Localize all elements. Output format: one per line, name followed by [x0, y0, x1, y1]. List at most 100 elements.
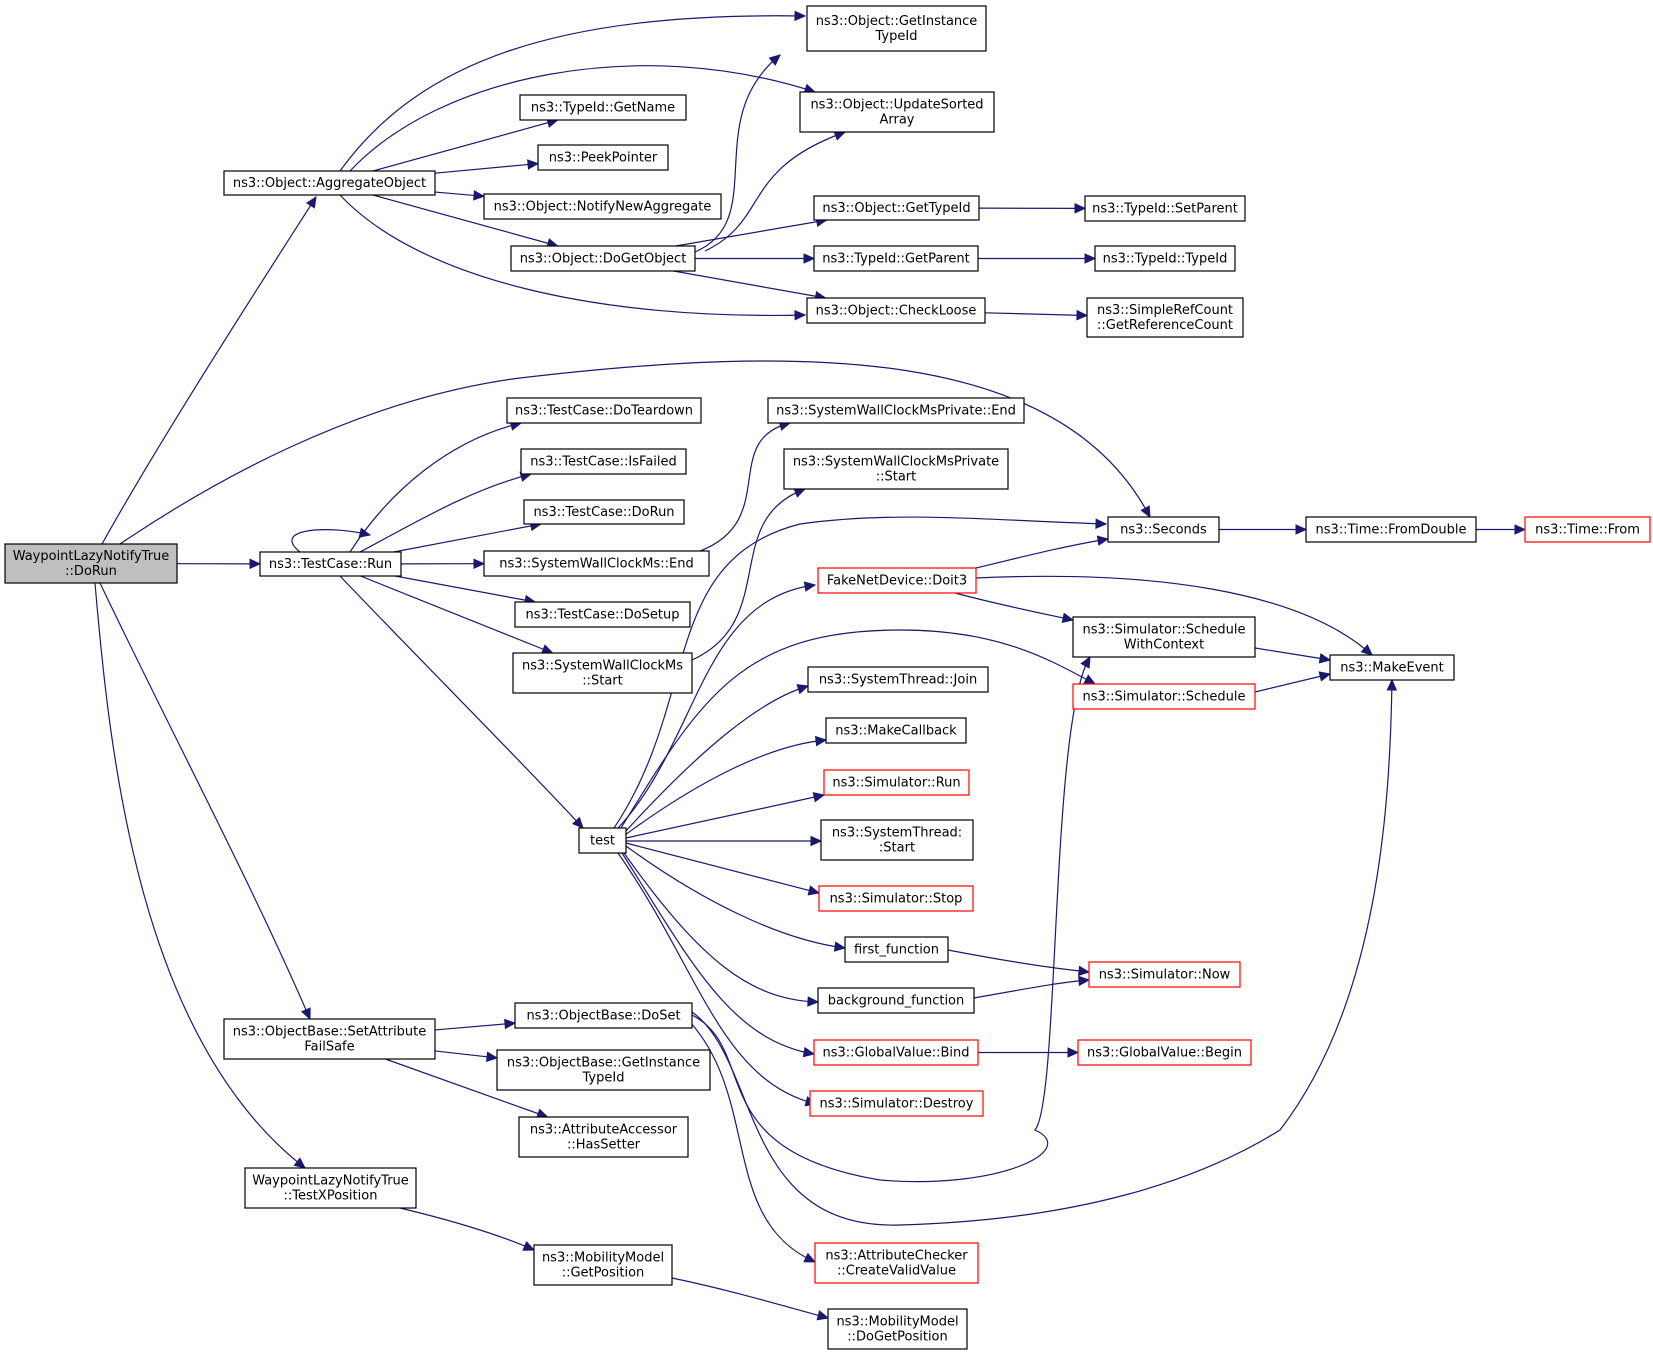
edge-getposition-to-dogetposition-arrowhead	[816, 1310, 830, 1321]
node-getname-label-line-0: ns3::TypeId::GetName	[531, 101, 675, 116]
node-schedctx-label-line-1: WithContext	[1124, 638, 1204, 653]
node-swcpend[interactable]: ns3::SystemWallClockMsPrivate::End	[767, 397, 1025, 424]
node-peekpointer[interactable]: ns3::PeekPointer	[537, 144, 669, 171]
node-createvalid[interactable]: ns3::AttributeChecker::CreateValidValue	[814, 1242, 979, 1284]
edge-seconds-to-fromdouble-arrowhead	[1295, 524, 1308, 535]
node-simnow[interactable]: ns3::Simulator::Now	[1088, 961, 1241, 988]
edge-tcrun-to-test-arrowhead	[571, 816, 584, 829]
node-doit3[interactable]: FakeNetDevice::Doit3	[817, 567, 977, 594]
node-stjoin[interactable]: ns3::SystemThread::Join	[807, 666, 989, 693]
node-swcstart-box	[512, 652, 693, 694]
node-checkloose[interactable]: ns3::Object::CheckLoose	[806, 297, 986, 324]
node-getrefcount-label-line-0: ns3::SimpleRefCount	[1097, 303, 1233, 318]
edge-root-to-testxpos	[94, 582, 306, 1169]
node-simstop[interactable]: ns3::Simulator::Stop	[818, 885, 974, 912]
node-timefrom-label-line-0: ns3::Time::From	[1535, 523, 1640, 538]
node-swcpstart-label-line-1: ::Start	[876, 470, 917, 485]
node-swcstart[interactable]: ns3::SystemWallClockMs::Start	[512, 652, 693, 694]
node-fromdouble-label-line-0: ns3::Time::FromDouble	[1316, 523, 1467, 538]
node-gvbind[interactable]: ns3::GlobalValue::Bind	[813, 1039, 979, 1066]
node-simrun[interactable]: ns3::Simulator::Run	[823, 769, 970, 796]
node-setparent-box	[1084, 195, 1246, 222]
edge-root-to-setattrfs-arrowhead	[300, 1007, 311, 1021]
node-dogetposition[interactable]: ns3::MobilityModel::DoGetPosition	[827, 1308, 968, 1350]
node-setparent-label-line-0: ns3::TypeId::SetParent	[1092, 202, 1238, 217]
node-tcrun[interactable]: ns3::TestCase::Run	[259, 551, 402, 577]
node-seconds[interactable]: ns3::Seconds	[1107, 516, 1220, 543]
node-obgetinst-label-line-1: TypeId	[582, 1071, 625, 1086]
node-root-label-line-1: ::DoRun	[65, 564, 117, 579]
node-aggregate-label-line-0: ns3::Object::AggregateObject	[233, 176, 426, 191]
node-schedule[interactable]: ns3::Simulator::Schedule	[1072, 683, 1256, 710]
edge-tcrun-to-tcrun	[291, 529, 371, 553]
node-stjoin-label-line-0: ns3::SystemThread::Join	[819, 673, 977, 688]
node-root[interactable]: WaypointLazyNotifyTrue::DoRun	[4, 543, 178, 584]
node-getposition-box	[533, 1244, 673, 1286]
edge-test-to-simdestroy	[617, 852, 817, 1105]
node-bgfn[interactable]: background_function	[817, 987, 975, 1014]
node-hassetter-box	[518, 1116, 689, 1158]
node-getrefcount[interactable]: ns3::SimpleRefCount::GetReferenceCount	[1086, 297, 1244, 338]
node-stjoin-box	[807, 666, 989, 693]
node-timefrom[interactable]: ns3::Time::From	[1524, 516, 1651, 543]
node-notifynewagg[interactable]: ns3::Object::NotifyNewAggregate	[483, 193, 722, 220]
node-doset[interactable]: ns3::ObjectBase::DoSet	[514, 1002, 693, 1029]
edge-test-to-stjoin-arrowhead	[796, 684, 810, 695]
edge-test-to-seconds-arrowhead	[1095, 518, 1108, 529]
node-tcdorun-label-line-0: ns3::TestCase::DoRun	[533, 505, 674, 520]
edge-aggregate-to-checkloose-arrowhead	[794, 309, 807, 321]
node-test[interactable]: test	[578, 827, 627, 854]
node-getname[interactable]: ns3::TypeId::GetName	[519, 94, 687, 121]
node-root-label-line-0: WaypointLazyNotifyTrue	[13, 549, 170, 564]
node-makeevent[interactable]: ns3::MakeEvent	[1329, 654, 1455, 681]
edge-doit3-to-seconds-arrowhead	[1096, 535, 1110, 546]
node-hassetter[interactable]: ns3::AttributeAccessor::HasSetter	[518, 1116, 689, 1158]
node-swcpstart[interactable]: ns3::SystemWallClockMsPrivate::Start	[783, 448, 1009, 490]
edge-root-to-tcrun-arrowhead	[249, 558, 262, 570]
node-makeevent-label-line-0: ns3::MakeEvent	[1340, 661, 1444, 676]
node-dosetup-label-line-0: ns3::TestCase::DoSetup	[525, 608, 679, 623]
edge-dogetobject-to-getinstancetypeid-arrowhead	[768, 54, 781, 66]
node-layer: WaypointLazyNotifyTrue::DoRunns3::Object…	[4, 5, 1651, 1350]
node-schedule-label-line-0: ns3::Simulator::Schedule	[1082, 690, 1245, 705]
node-getparent[interactable]: ns3::TypeId::GetParent	[813, 245, 979, 272]
node-aggregate[interactable]: ns3::Object::AggregateObject	[223, 170, 436, 196]
node-swcend[interactable]: ns3::SystemWallClockMs::End	[483, 550, 710, 577]
node-simdestroy[interactable]: ns3::Simulator::Destroy	[809, 1090, 984, 1117]
node-gettypeid[interactable]: ns3::Object::GetTypeId	[813, 195, 980, 221]
node-getposition[interactable]: ns3::MobilityModel::GetPosition	[533, 1244, 673, 1286]
edge-test-to-seconds	[613, 516, 1107, 829]
node-getinstancetypeid-label-line-0: ns3::Object::GetInstance	[816, 14, 978, 29]
node-getinstancetypeid-label-line-1: TypeId	[875, 29, 918, 44]
node-dosetup[interactable]: ns3::TestCase::DoSetup	[514, 601, 691, 628]
edge-swcstart-to-swcpstart-arrowhead	[793, 487, 807, 498]
node-simnow-label-line-0: ns3::Simulator::Now	[1099, 968, 1231, 983]
edge-testxpos-to-getposition-arrowhead	[522, 1241, 536, 1251]
edge-doit3-to-seconds	[975, 538, 1109, 569]
node-fromdouble[interactable]: ns3::Time::FromDouble	[1305, 516, 1477, 543]
node-ststart[interactable]: ns3::SystemThread::Start	[820, 819, 974, 861]
node-dogetobject[interactable]: ns3::Object::DoGetObject	[510, 245, 696, 272]
node-hassetter-label-line-1: ::HasSetter	[567, 1138, 641, 1153]
node-isfailed[interactable]: ns3::TestCase::IsFailed	[520, 448, 687, 475]
node-typeid[interactable]: ns3::TypeId::TypeId	[1094, 245, 1236, 272]
node-teardown-box	[506, 397, 702, 424]
edge-doset-to-createvalid-arrowhead	[803, 1252, 817, 1263]
node-gvbegin[interactable]: ns3::GlobalValue::Begin	[1077, 1039, 1252, 1066]
node-tcrun-box	[259, 551, 402, 577]
node-makecallback[interactable]: ns3::MakeCallback	[825, 717, 967, 744]
node-dogetposition-label-line-0: ns3::MobilityModel	[836, 1315, 958, 1330]
edge-aggregate-to-getinstancetypeid	[339, 15, 806, 172]
node-firstfn[interactable]: first_function	[844, 936, 949, 963]
node-setparent[interactable]: ns3::TypeId::SetParent	[1084, 195, 1246, 222]
node-testxpos[interactable]: WaypointLazyNotifyTrue::TestXPosition	[244, 1167, 417, 1209]
edge-test-to-firstfn	[625, 845, 846, 949]
edge-bgfn-to-simnow-arrowhead	[1078, 975, 1091, 987]
node-teardown[interactable]: ns3::TestCase::DoTeardown	[506, 397, 702, 424]
node-tcdorun[interactable]: ns3::TestCase::DoRun	[523, 499, 685, 525]
